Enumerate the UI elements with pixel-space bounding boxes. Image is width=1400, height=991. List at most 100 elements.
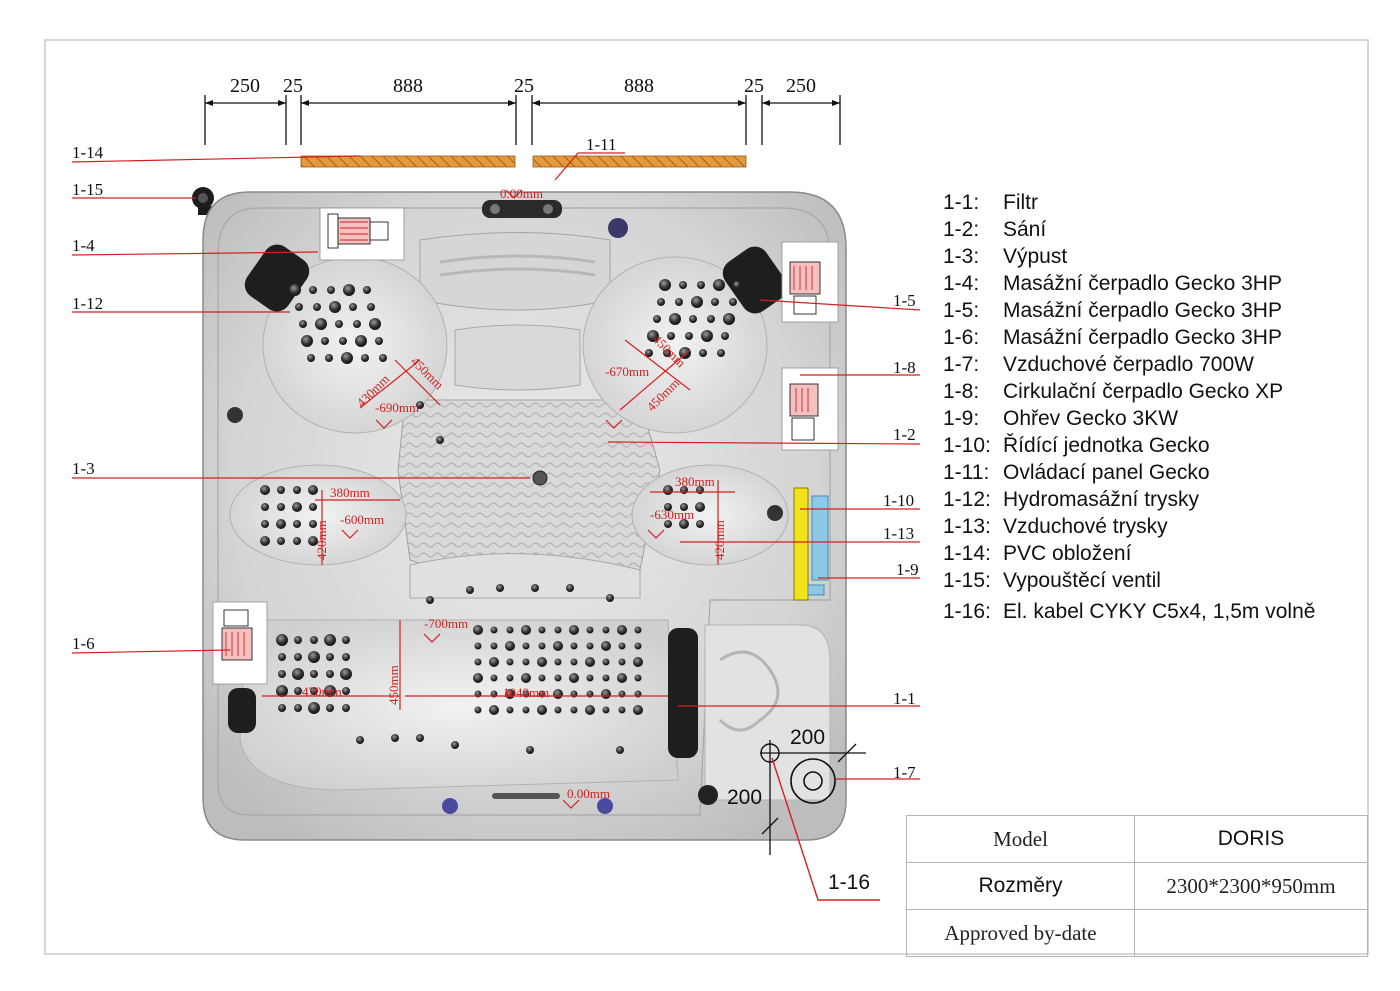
jet-icon	[538, 674, 546, 682]
jet-icon	[294, 704, 302, 712]
jet-icon	[521, 625, 531, 635]
label-lounge-450: 450mm	[386, 665, 401, 705]
label-seat-e-630: -630mm	[650, 507, 694, 522]
legend-code: 1-12:	[943, 488, 991, 511]
jet-icon	[586, 626, 594, 634]
jet-icon	[691, 296, 703, 308]
jet-icon	[277, 486, 285, 494]
jet-icon	[299, 320, 307, 328]
jet-icon	[634, 626, 642, 634]
jet-icon	[341, 352, 353, 364]
jet-icon	[506, 658, 514, 666]
jet-icon	[339, 337, 347, 345]
legend-text: Ovládací panel Gecko	[1003, 461, 1210, 484]
headrest-recess	[419, 232, 611, 311]
legend-code: 1-10:	[943, 434, 991, 457]
jet-icon	[489, 705, 499, 715]
legend-code: 1-9:	[943, 407, 980, 430]
jet-icon	[618, 706, 626, 714]
legend-code: 1-2:	[943, 218, 980, 241]
callout-1-8: 1-8	[893, 358, 916, 377]
pump-1-4-diagram	[319, 207, 405, 261]
callout-1-12: 1-12	[72, 294, 103, 313]
jet-icon	[310, 636, 318, 644]
legend-code: 1-16:	[943, 600, 991, 623]
legend-row: 1-4:Masážní čerpadlo Gecko 3HP	[943, 270, 1388, 297]
label-top-zero: 0.00mm	[500, 186, 543, 201]
jet-icon	[663, 485, 673, 495]
jet-icon	[689, 315, 697, 323]
pillow-sw	[228, 688, 256, 733]
heater-1-9	[811, 495, 829, 581]
jet-icon	[294, 687, 302, 695]
jet-icon	[633, 657, 643, 667]
jet-icon	[289, 284, 301, 296]
pvc-cladding-left	[300, 155, 516, 168]
jet-icon	[723, 313, 735, 325]
jet-icon	[538, 642, 546, 650]
jet-icon	[679, 347, 691, 359]
jet-icon	[309, 503, 317, 511]
title-block-table: Model DORIS Rozměry 2300*2300*950mm Appr…	[906, 815, 1368, 957]
legend-code: 1-13:	[943, 515, 991, 538]
jet-icon	[436, 436, 444, 444]
air-pump-1-7-icon	[790, 758, 836, 804]
legend-text: El. kabel CYKY C5x4, 1,5m volně	[1003, 600, 1316, 623]
jet-icon	[675, 298, 683, 306]
label-seat-nw-690: -690mm	[375, 400, 419, 415]
jet-icon	[602, 674, 610, 682]
jet-icon	[602, 658, 610, 666]
top-dimension-line	[204, 95, 841, 145]
jet-icon	[293, 520, 301, 528]
jet-icon	[310, 687, 318, 695]
jet-icon	[276, 519, 286, 529]
jet-icon	[699, 349, 707, 357]
jet-icon	[669, 313, 681, 325]
jet-icon	[585, 705, 595, 715]
jet-icon	[505, 641, 515, 651]
jet-icon	[554, 706, 562, 714]
legend-row: 1-8:Cirkulační čerpadlo Gecko XP	[943, 378, 1388, 405]
legend-code: 1-5:	[943, 299, 980, 322]
callout-lines	[71, 152, 921, 780]
jet-icon	[473, 673, 483, 683]
jet-icon	[729, 298, 737, 306]
jet-icon	[586, 642, 594, 650]
jet-icon	[335, 320, 343, 328]
callout-1-5: 1-5	[893, 291, 916, 310]
dim-25-a: 25	[283, 75, 303, 97]
dim-888-left: 888	[393, 75, 423, 97]
legend-row: 1-12:Hydromasážní trysky	[943, 486, 1388, 513]
jet-icon	[426, 596, 434, 604]
jet-icon	[369, 318, 381, 330]
label-lounge-470: 470mm	[302, 684, 342, 699]
legend-row: 1-10:Řídící jednotka Gecko	[943, 432, 1388, 459]
jet-icon	[308, 702, 320, 714]
label-lounge-700: -700mm	[424, 616, 468, 631]
jet-icon	[342, 704, 350, 712]
jet-icon	[355, 335, 367, 347]
jet-icon	[721, 332, 729, 340]
jet-icon	[531, 584, 539, 592]
jet-icon	[367, 303, 375, 311]
cable-dim-200-a: 200	[790, 726, 825, 749]
jet-icon	[277, 537, 285, 545]
pillow-lounger	[668, 628, 698, 758]
control-panel-slot	[482, 200, 562, 218]
tub-inner-rim	[217, 207, 831, 816]
jet-icon	[667, 332, 675, 340]
jet-icon	[707, 315, 715, 323]
jet-icon	[260, 536, 270, 546]
jet-icon	[324, 685, 336, 697]
dim-25-c: 25	[744, 75, 764, 97]
jet-icon	[278, 653, 286, 661]
legend-text: Sání	[1003, 218, 1047, 241]
jet-icon	[522, 706, 530, 714]
label-seat-w-600: -600mm	[340, 512, 384, 527]
jet-icon	[490, 674, 498, 682]
jet-icon	[537, 705, 547, 715]
legend-row: 1-7:Vzduchové čerpadlo 700W	[943, 351, 1388, 378]
top-dimension-arrows	[205, 100, 840, 106]
legend-code: 1-11:	[943, 461, 990, 484]
legend-code: 1-8:	[943, 380, 980, 403]
